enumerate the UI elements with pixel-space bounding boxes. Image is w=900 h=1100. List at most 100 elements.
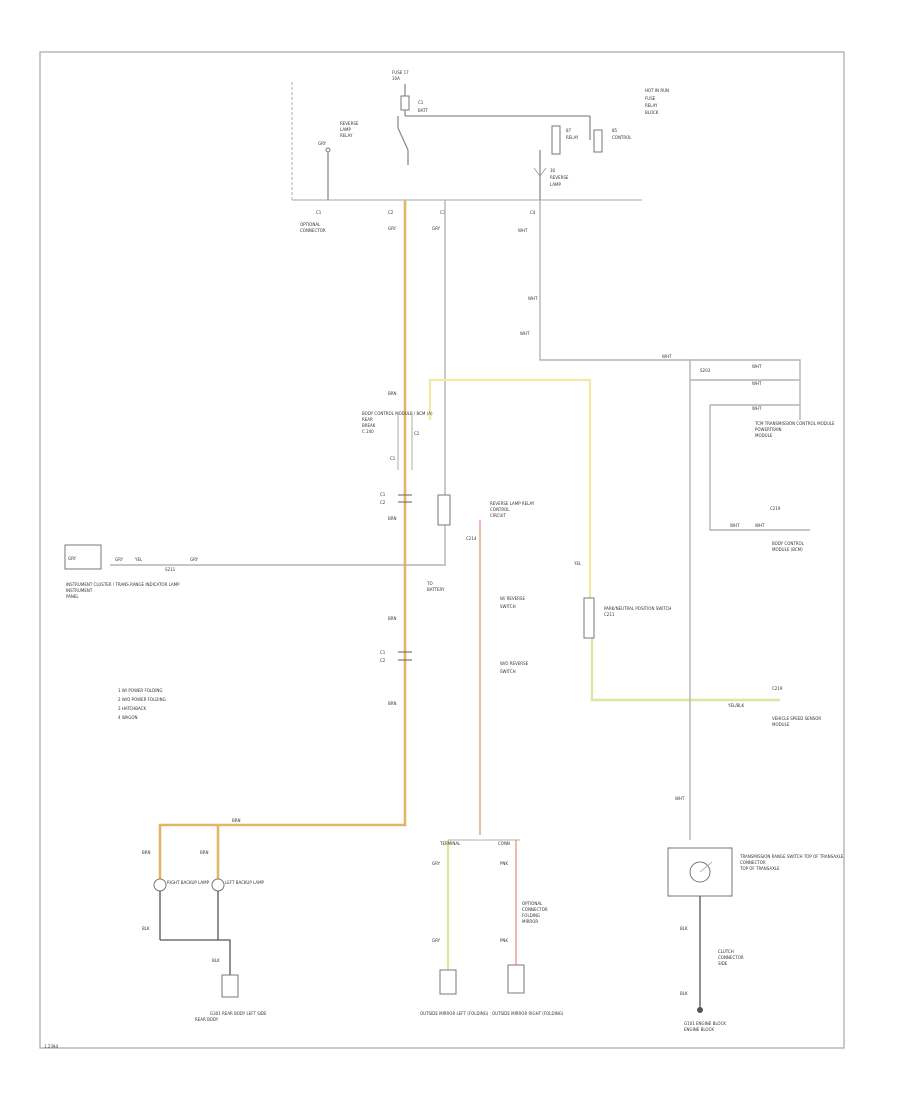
svg-text:BODY CONTROL MODULE / BCM (A): BODY CONTROL MODULE / BCM (A) bbox=[362, 411, 433, 416]
relay-coil-icon bbox=[551, 125, 561, 155]
svg-text:RELAY: RELAY bbox=[566, 135, 579, 140]
svg-text:RELAY: RELAY bbox=[340, 133, 353, 138]
svg-text:WHT: WHT bbox=[755, 523, 765, 528]
svg-text:OUTSIDE MIRROR LEFT (FOLDING): OUTSIDE MIRROR LEFT (FOLDING) bbox=[420, 1011, 489, 1016]
optional-connector-label: OPTIONAL bbox=[300, 222, 321, 227]
bcm-block: BODY CONTROL MODULE / BCM (A) REAR BREAK… bbox=[362, 411, 433, 470]
svg-text:CONNECTOR: CONNECTOR bbox=[522, 907, 548, 912]
left-mirror-icon bbox=[439, 969, 457, 995]
svg-text:BLK: BLK bbox=[142, 926, 150, 931]
svg-text:C2: C2 bbox=[380, 658, 386, 663]
svg-text:CONN: CONN bbox=[498, 841, 510, 846]
svg-text:INSTRUMENT CLUSTER / TRANS RAN: INSTRUMENT CLUSTER / TRANS RANGE INDICAT… bbox=[66, 582, 180, 587]
svg-text:2 W/O POWER FOLDING: 2 W/O POWER FOLDING bbox=[118, 697, 166, 702]
svg-text:BLOCK: BLOCK bbox=[645, 110, 659, 115]
ground-g301-icon bbox=[221, 974, 239, 998]
svg-text:C219: C219 bbox=[772, 686, 783, 691]
svg-text:REVERSE: REVERSE bbox=[340, 121, 359, 126]
svg-text:SWITCH: SWITCH bbox=[500, 669, 516, 674]
svg-text:TRANSMISSION RANGE SWITCH TOP: TRANSMISSION RANGE SWITCH TOP OF TRANSAX… bbox=[739, 854, 844, 859]
svg-text:C4: C4 bbox=[530, 210, 536, 215]
svg-text:MODULE: MODULE bbox=[755, 433, 773, 438]
svg-text:PNK: PNK bbox=[500, 938, 508, 943]
svg-text:WHT: WHT bbox=[662, 354, 672, 359]
svg-text:W/ REVERSE: W/ REVERSE bbox=[500, 596, 525, 601]
svg-text:C219: C219 bbox=[770, 506, 781, 511]
svg-text:87: 87 bbox=[566, 128, 572, 133]
svg-text:3 HATCHBACK: 3 HATCHBACK bbox=[118, 706, 146, 711]
svg-text:REVERSE: REVERSE bbox=[550, 175, 569, 180]
svg-text:GRY: GRY bbox=[115, 557, 124, 562]
doc-id: 1.2394 bbox=[44, 1044, 58, 1049]
svg-text:TCM TRANSMISSION CONTROL MODUL: TCM TRANSMISSION CONTROL MODULE bbox=[754, 421, 835, 426]
svg-text:WHT: WHT bbox=[520, 331, 530, 336]
svg-text:BLK: BLK bbox=[680, 926, 688, 931]
svg-text:1 W/ POWER FOLDING: 1 W/ POWER FOLDING bbox=[118, 688, 163, 693]
svg-text:OPTIONAL: OPTIONAL bbox=[522, 901, 543, 906]
svg-text:C1: C1 bbox=[380, 650, 386, 655]
svg-text:C1: C1 bbox=[316, 210, 322, 215]
svg-text:CONTROL: CONTROL bbox=[490, 507, 510, 512]
svg-text:BREAK: BREAK bbox=[362, 423, 376, 428]
svg-text:WHT: WHT bbox=[730, 523, 740, 528]
svg-text:CLUTCH: CLUTCH bbox=[718, 949, 734, 954]
svg-text:BRN: BRN bbox=[142, 850, 151, 855]
svg-text:OUTSIDE MIRROR RIGHT (FOLDING): OUTSIDE MIRROR RIGHT (FOLDING) bbox=[492, 1011, 564, 1016]
svg-text:C3: C3 bbox=[440, 210, 446, 215]
svg-text:REAR BODY: REAR BODY bbox=[195, 1017, 219, 1022]
fuse-label: FUSE 17 bbox=[392, 70, 409, 75]
svg-text:RIGHT BACKUP LAMP: RIGHT BACKUP LAMP bbox=[167, 880, 210, 885]
relay-switch-icon bbox=[397, 127, 409, 151]
svg-text:MODULE (BCM): MODULE (BCM) bbox=[772, 547, 803, 552]
svg-text:CONNECTOR: CONNECTOR bbox=[740, 860, 766, 865]
left-backup-lamp: LEFT BACKUP LAMP BRN bbox=[200, 850, 265, 940]
svg-text:SIDE: SIDE bbox=[718, 961, 728, 966]
svg-text:GRY: GRY bbox=[318, 141, 327, 146]
svg-text:GRY: GRY bbox=[190, 557, 199, 562]
ground-g101-icon bbox=[697, 1007, 703, 1013]
hot-in-run-label: HOT IN RUN bbox=[645, 88, 669, 93]
fuse-rating: 10A bbox=[392, 76, 400, 81]
svg-text:SWITCH: SWITCH bbox=[500, 604, 516, 609]
svg-text:LAMP: LAMP bbox=[340, 127, 352, 132]
backup-lamp-feed-wire bbox=[158, 200, 407, 880]
svg-text:REAR: REAR bbox=[362, 417, 373, 422]
svg-text:C2: C2 bbox=[388, 210, 394, 215]
svg-text:PNK: PNK bbox=[500, 861, 508, 866]
svg-text:TO: TO bbox=[426, 581, 433, 586]
svg-text:BRN: BRN bbox=[232, 818, 241, 823]
svg-text:FUSE: FUSE bbox=[645, 96, 656, 101]
svg-text:WHT: WHT bbox=[528, 296, 538, 301]
svg-text:TERMINAL: TERMINAL bbox=[439, 841, 461, 846]
instrument-cluster: GRY INSTRUMENT CLUSTER / TRANS RANGE IND… bbox=[64, 544, 180, 599]
right-backup-lamp: RIGHT BACKUP LAMP BRN BLK bbox=[142, 850, 210, 940]
svg-text:PANEL: PANEL bbox=[66, 594, 79, 599]
reverse-relay-label: REVERSE LAMP RELAY bbox=[490, 501, 535, 506]
svg-text:VEHICLE SPEED SENSOR: VEHICLE SPEED SENSOR bbox=[772, 716, 821, 721]
svg-text:BRN: BRN bbox=[200, 850, 209, 855]
svg-text:BODY CONTROL: BODY CONTROL bbox=[772, 541, 805, 546]
svg-text:BATT: BATT bbox=[418, 108, 429, 113]
svg-text:MODULE: MODULE bbox=[772, 722, 790, 727]
svg-text:YEL/BLK: YEL/BLK bbox=[727, 703, 745, 708]
svg-text:BATTERY: BATTERY bbox=[427, 587, 445, 592]
svg-text:S203: S203 bbox=[700, 368, 711, 373]
svg-text:85: 85 bbox=[612, 128, 618, 133]
svg-text:CIRCUIT: CIRCUIT bbox=[490, 513, 506, 518]
svg-text:C2: C2 bbox=[380, 500, 386, 505]
svg-text:GRY: GRY bbox=[68, 556, 77, 561]
svg-text:BLK: BLK bbox=[680, 991, 688, 996]
svg-text:BRN: BRN bbox=[388, 391, 397, 396]
fuse-icon bbox=[400, 95, 410, 111]
svg-text:LAMP: LAMP bbox=[550, 182, 562, 187]
svg-text:C2: C2 bbox=[414, 431, 420, 436]
svg-text:BRN: BRN bbox=[388, 701, 397, 706]
svg-text:4 WAGON: 4 WAGON bbox=[118, 715, 137, 720]
svg-text:W/O REVERSE: W/O REVERSE bbox=[500, 661, 529, 666]
svg-text:WHT: WHT bbox=[675, 796, 685, 801]
svg-text:BRN: BRN bbox=[388, 516, 397, 521]
svg-text:C1: C1 bbox=[380, 492, 386, 497]
svg-text:POWERTRAIN: POWERTRAIN bbox=[755, 427, 782, 432]
inline-connector-c201: C1 C2 bbox=[380, 492, 412, 505]
svg-text:GRY: GRY bbox=[388, 226, 397, 231]
